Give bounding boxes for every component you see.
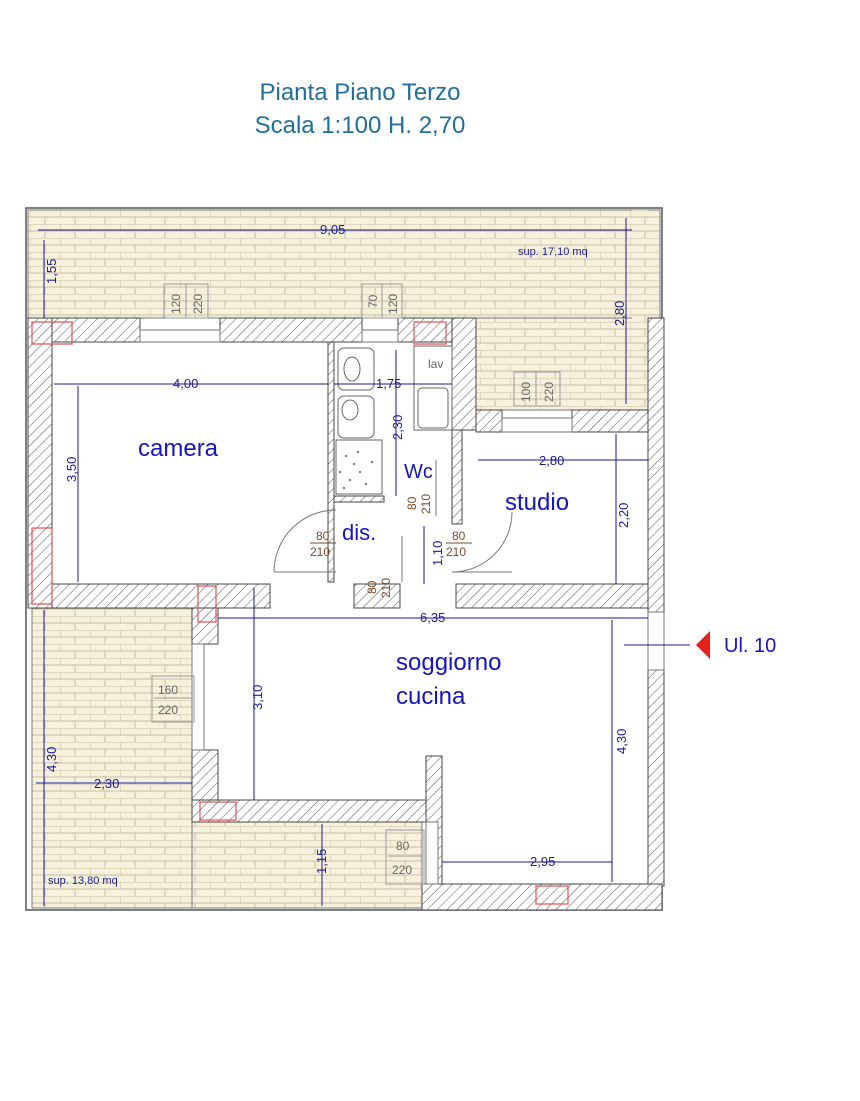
dim-camera-width: 4,00 — [173, 376, 198, 391]
dim-living-left-height: 3,10 — [250, 685, 265, 710]
dim-studio-height: 2,20 — [616, 503, 631, 528]
title-block: Pianta Piano Terzo Scala 1:100 H. 2,70 — [200, 76, 520, 142]
window-tag-1-height: 220 — [191, 294, 205, 314]
dim-studio-width: 2,80 — [539, 453, 564, 468]
window-tag-4-width: 160 — [158, 683, 178, 697]
dimension-lines — [36, 218, 690, 906]
window-tag-3-height: 220 — [542, 382, 556, 402]
window-tag-1-width: 120 — [169, 294, 183, 314]
dim-top-terrace-depth: 1,55 — [44, 259, 59, 284]
plan-scale: Scala 1:100 H. 2,70 — [254, 112, 466, 139]
door-living-width: 80 — [365, 580, 379, 594]
window-tags — [151, 283, 561, 885]
shower-dots — [338, 450, 374, 490]
entrance-arrow-icon — [696, 631, 710, 659]
room-label-soggiorno: soggiorno — [396, 649, 501, 676]
door-studio-height: 210 — [446, 545, 466, 559]
dim-bottom-terrace-height: 4,30 — [44, 747, 59, 772]
terrace-top — [27, 209, 661, 411]
fixture-label-lav: lav — [428, 357, 443, 371]
door-living-height: 210 — [379, 578, 393, 598]
room-label-cucina: cucina — [396, 683, 466, 710]
dim-bottom-depth: 1,15 — [314, 849, 329, 874]
window-tag-2-height: 120 — [386, 294, 400, 314]
surface-bottom-terrace: sup. 13,80 mq — [48, 875, 118, 887]
room-label-camera: camera — [138, 435, 219, 462]
door-studio-width: 80 — [452, 529, 466, 543]
dim-wc-height: 2,30 — [390, 415, 405, 440]
room-label-wc: Wc — [404, 461, 433, 483]
window-tag-5-width: 80 — [396, 839, 410, 853]
doors — [273, 460, 513, 582]
dim-camera-height: 3,50 — [64, 457, 79, 482]
bathroom-fixtures — [335, 345, 453, 495]
window-tag-3-width: 100 — [519, 382, 533, 402]
room-label-dis: dis. — [342, 520, 376, 545]
walls — [27, 317, 665, 911]
surface-top-terrace: sup. 17,10 mq — [518, 246, 588, 258]
window-tag-5-height: 220 — [392, 863, 412, 877]
room-label-studio: studio — [505, 489, 569, 516]
windows — [139, 329, 665, 885]
dim-wc-width: 1,75 — [376, 376, 401, 391]
dim-dis-height: 1,10 — [430, 541, 445, 566]
dim-right-terrace-height: 2,80 — [612, 301, 627, 326]
door-camera-width: 80 — [316, 529, 330, 543]
terrace-bottom — [31, 607, 423, 909]
window-tag-4-height: 220 — [158, 703, 178, 717]
dim-top-width: 9,05 — [320, 222, 345, 237]
dim-living-width: 6,35 — [420, 610, 445, 625]
plan-title: Pianta Piano Terzo — [259, 79, 461, 106]
entrance-label: Ul. 10 — [724, 635, 776, 657]
dim-kitchen-bottom-width: 2,95 — [530, 854, 555, 869]
dim-living-right-height: 4,30 — [614, 729, 629, 754]
pillars — [31, 321, 569, 905]
door-camera-height: 210 — [310, 545, 330, 559]
door-wc-height: 210 — [419, 494, 433, 514]
window-tag-2-width: 70 — [366, 294, 380, 308]
door-wc-width: 80 — [405, 496, 419, 510]
dim-bottom-terrace-width: 2,30 — [94, 776, 119, 791]
